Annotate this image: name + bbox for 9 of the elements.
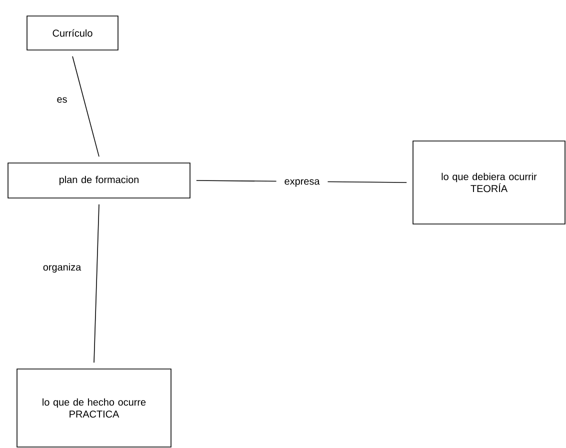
concept-box: lo que de hecho ocurre PRACTICA: [16, 368, 172, 448]
edge-label: expresa: [276, 167, 328, 199]
concept-box: plan de formacion: [8, 162, 190, 198]
concept-box: Currículo: [26, 16, 118, 50]
connector-line: [94, 204, 100, 363]
edge-label: es: [48, 85, 76, 115]
connector-line: [72, 56, 100, 157]
edge-label: organiza: [34, 251, 90, 285]
concept-box: lo que debiera ocurrir TEORÍA: [412, 140, 566, 224]
